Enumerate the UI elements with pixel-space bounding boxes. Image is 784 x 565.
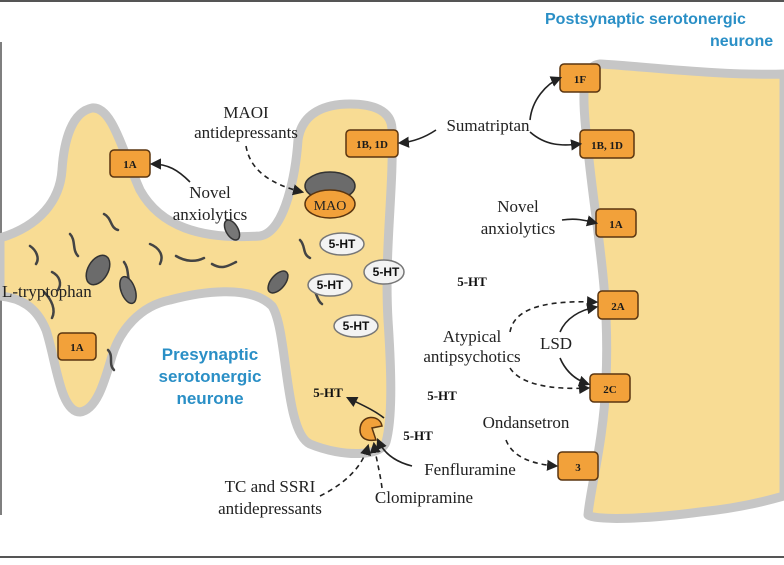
clomipramine-label: Clomipramine <box>375 488 473 507</box>
mitochondrion <box>223 219 241 241</box>
receptor-label: 2A <box>611 301 625 313</box>
novel-post-arrow <box>561 215 599 227</box>
vesicle: 5-HT <box>319 232 365 256</box>
lsd-2a-arrow <box>559 303 599 333</box>
vesicle-label: 5-HT <box>343 319 370 333</box>
mao-enzyme <box>304 189 356 219</box>
mao-label: MAO <box>314 199 347 214</box>
mitochondrion <box>119 275 137 305</box>
novel-anxiolytics-pre-line2: anxiolytics <box>173 205 248 224</box>
receptor-label: 1A <box>123 159 137 171</box>
sumatriptan-1f-arrow <box>529 76 563 121</box>
vesicle-label: 5-HT <box>329 237 356 251</box>
cleft-5ht: 5-HT <box>313 385 343 400</box>
postsynaptic-neurone-body <box>579 59 784 523</box>
ondansetron-arrow <box>505 439 559 471</box>
presynaptic-title-line3: neurone <box>176 389 243 408</box>
mitochondrion <box>85 254 111 286</box>
tc-ssri-label-line1: TC and SSRI <box>225 477 316 496</box>
maoi-arrow <box>245 145 305 196</box>
ondansetron-label: Ondansetron <box>483 413 570 432</box>
cleft-5ht: 5-HT <box>427 388 457 403</box>
lsd-2c-arrow <box>559 357 591 387</box>
receptor-presynaptic-1a-top: 1A <box>109 149 151 178</box>
atypical-2a-arrow <box>509 296 599 333</box>
sumatriptan-post-arrow <box>529 131 583 151</box>
receptor-label: 3 <box>575 462 581 474</box>
tc-ssri-label-line2: antidepressants <box>218 499 322 518</box>
maoi-label-line1: MAOI <box>223 103 269 122</box>
l-tryptophan-label: L-tryptophan <box>2 282 92 301</box>
receptor-label: 1A <box>609 219 623 231</box>
mitochondrion <box>267 270 289 294</box>
vesicle-label: 5-HT <box>373 265 400 279</box>
cleft-5ht: 5-HT <box>403 428 433 443</box>
receptor-label: 1A <box>70 342 84 354</box>
drug-arrows <box>149 76 599 497</box>
sumatriptan-label: Sumatriptan <box>446 116 530 135</box>
maoi-label-line2: antidepressants <box>194 123 298 142</box>
lsd-label: LSD <box>540 334 572 353</box>
receptor-presynaptic-1b-1d: 1B, 1D <box>345 129 399 158</box>
receptor-label: 2C <box>603 384 617 396</box>
clomipramine-arrow <box>369 441 383 489</box>
receptor-label: 1F <box>574 74 587 86</box>
receptor-postsynaptic-2a: 2A <box>597 290 639 320</box>
receptor-label: 1B, 1D <box>591 140 623 152</box>
atypical-antipsychotics-line1: Atypical <box>443 327 502 346</box>
receptor-postsynaptic-2c: 2C <box>589 373 631 403</box>
reuptake-arrow <box>345 396 385 419</box>
atypical-antipsychotics-line2: antipsychotics <box>423 347 520 366</box>
postsynaptic-title-line2: neurone <box>710 33 773 50</box>
novel-pre-arrow <box>149 158 191 183</box>
novel-anxiolytics-pre-line1: Novel <box>189 183 231 202</box>
novel-anxiolytics-post-line1: Novel <box>497 197 539 216</box>
tc-ssri-arrow <box>319 443 372 497</box>
vesicle-label: 5-HT <box>317 278 344 292</box>
receptor-label: 1B, 1D <box>356 139 388 151</box>
fenfluramine-label: Fenfluramine <box>424 460 516 479</box>
receptor-postsynaptic-1b-1d: 1B, 1D <box>579 129 635 159</box>
cytoplasm-organelles <box>28 212 324 372</box>
vesicle: 5-HT <box>333 314 379 338</box>
atypical-2c-arrow <box>509 367 591 395</box>
sumatriptan-pre-arrow <box>397 129 437 148</box>
receptor-postsynaptic-3: 3 <box>557 451 599 481</box>
presynaptic-title-line1: Presynaptic <box>162 345 258 364</box>
vesicle: 5-HT <box>307 273 353 297</box>
receptor-presynaptic-1a-bottom: 1A <box>57 332 97 361</box>
novel-anxiolytics-post-line2: anxiolytics <box>481 219 556 238</box>
receptor-postsynaptic-1f: 1F <box>559 63 601 93</box>
cleft-5ht: 5-HT <box>457 274 487 289</box>
postsynaptic-title-line1: Postsynaptic serotonergic <box>545 11 746 28</box>
presynaptic-title-line2: serotonergic <box>159 367 262 386</box>
vesicle-releasing: 5-HT <box>363 259 405 285</box>
reuptake-transporter <box>359 416 383 442</box>
receptor-postsynaptic-1a: 1A <box>595 208 637 238</box>
